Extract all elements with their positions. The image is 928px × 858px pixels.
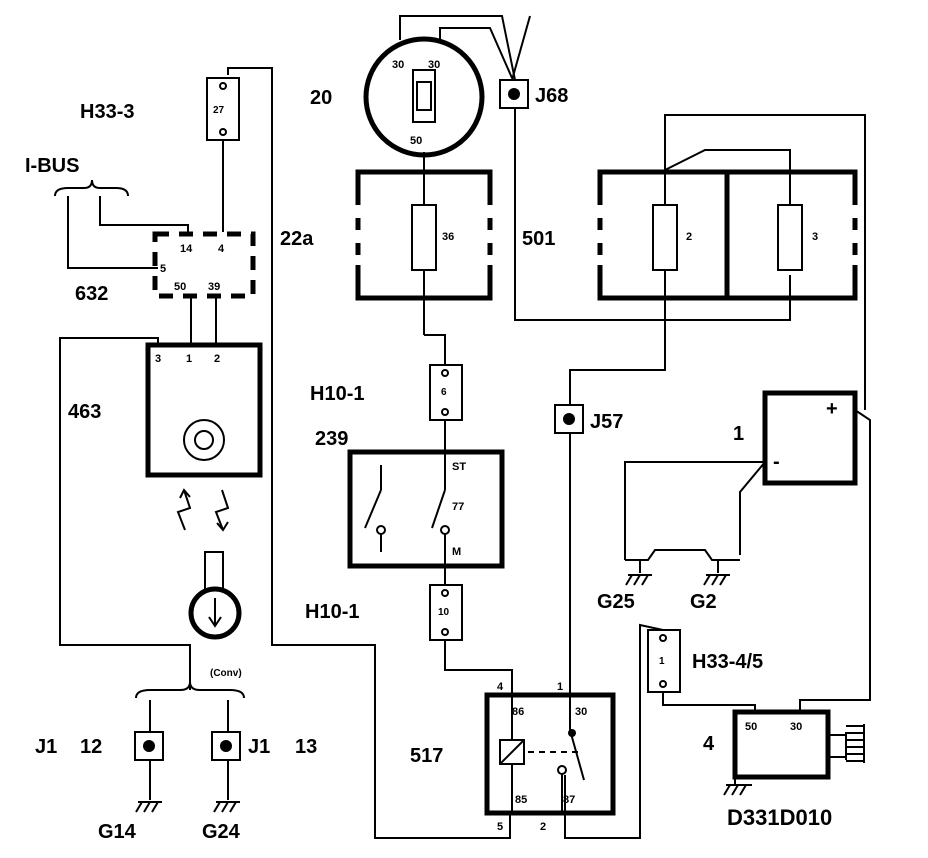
switch-239: ST 77 M 239 [315, 428, 505, 569]
module-22a-label: 22a [280, 228, 314, 250]
fuse-box-left: 36 [355, 169, 493, 301]
connector-h10-1-bottom: 10 H10-1 [305, 584, 463, 641]
22a-pin-4: 4 [218, 243, 225, 255]
module-463: 3 1 2 463 [68, 342, 263, 478]
g2-label: G2 [690, 591, 717, 613]
h33-45-label: H33-4/5 [692, 651, 763, 673]
h33-45-pin: 1 [659, 656, 665, 667]
j1-left-pin: 12 [80, 736, 102, 758]
connector-h10-1-top: 6 H10-1 [310, 364, 463, 421]
module-463-label: 463 [68, 401, 101, 423]
battery-plus: + [826, 398, 838, 420]
module-22a: 14 4 5 50 39 22a 632 [75, 228, 314, 305]
ground-g14: G14 [98, 801, 162, 843]
517-inner-pin-85: 85 [515, 794, 527, 806]
fuse-3-label: 3 [812, 231, 818, 243]
ibus-brace [54, 179, 129, 197]
diagram-code: D331D010 [727, 805, 832, 830]
22a-pin-39: 39 [208, 281, 220, 293]
22a-pin-5: 5 [160, 263, 166, 275]
h10-1-bottom-pin: 10 [438, 607, 450, 618]
relay-517-label: 517 [410, 745, 443, 767]
j1-right-pin: 13 [295, 736, 317, 758]
ignition-switch-label: 20 [310, 87, 332, 109]
j1-right-label: J1 [248, 736, 270, 758]
239-pin-st: ST [452, 461, 466, 473]
517-outer-pin-4: 4 [497, 681, 504, 693]
battery-minus: - [773, 451, 780, 473]
ground-g25: G25 [597, 574, 652, 613]
battery: + - 1 [733, 390, 858, 486]
ground-g24: G24 [202, 801, 241, 843]
517-outer-pin-5: 5 [497, 821, 503, 833]
g24-label: G24 [202, 821, 241, 843]
h10-1-top-label: H10-1 [310, 383, 364, 405]
ign-pin-30b: 30 [428, 59, 440, 71]
wireless-key [176, 488, 242, 640]
ibus-label: I-BUS [25, 155, 79, 177]
463-pin-3: 3 [155, 353, 161, 365]
relay-517: 4 1 5 2 86 30 85 87 517 [410, 681, 616, 833]
517-inner-pin-87: 87 [563, 794, 575, 806]
connector-j68: J68 [499, 79, 568, 109]
connector-j1-left: J1 12 [35, 731, 164, 761]
517-inner-pin-86: 86 [512, 706, 524, 718]
22a-pin-14: 14 [180, 243, 193, 255]
h10-1-bottom-label: H10-1 [305, 601, 359, 623]
g14-label: G14 [98, 821, 137, 843]
463-pin-1: 1 [186, 353, 192, 365]
239-pin-77: 77 [452, 501, 464, 513]
starter-pin-30: 30 [790, 721, 802, 733]
j57-label: J57 [590, 411, 623, 433]
463-pin-2: 2 [214, 353, 220, 365]
g25-label: G25 [597, 591, 635, 613]
module-632-label: 632 [75, 283, 108, 305]
517-outer-pin-2: 2 [540, 821, 546, 833]
connector-h33-3: 27 H33-3 [80, 77, 240, 141]
connector-j1-right: J1 13 [211, 731, 317, 761]
ign-pin-30a: 30 [392, 59, 404, 71]
connector-j57: J57 [554, 404, 623, 434]
fuse-box-right: 2 3 501 [522, 169, 858, 301]
h33-3-label: H33-3 [80, 101, 134, 123]
j1-left-label: J1 [35, 736, 57, 758]
battery-label: 1 [733, 423, 744, 445]
239-pin-m: M [452, 546, 461, 558]
h33-3-pin: 27 [213, 105, 225, 116]
wires [59, 15, 871, 839]
fuse-2-label: 2 [686, 231, 692, 243]
ground-g2: G2 [690, 574, 730, 613]
517-outer-pin-1: 1 [557, 681, 563, 693]
ignition-switch: 30 30 50 20 [310, 36, 485, 158]
22a-pin-50: 50 [174, 281, 186, 293]
starter: 50 30 4 [703, 709, 865, 796]
starter-pin-50: 50 [745, 721, 757, 733]
connector-h33-45: 1 H33-4/5 [647, 629, 763, 693]
ign-pin-50: 50 [410, 135, 422, 147]
fuse-box-501-label: 501 [522, 228, 555, 250]
conv-label: (Conv) [210, 668, 242, 679]
fuse-36-label: 36 [442, 231, 454, 243]
switch-239-label: 239 [315, 428, 348, 450]
h10-1-top-pin: 6 [441, 387, 447, 398]
conv-brace [135, 681, 245, 699]
517-inner-pin-30: 30 [575, 706, 587, 718]
j68-label: J68 [535, 85, 568, 107]
starter-label: 4 [703, 733, 715, 755]
